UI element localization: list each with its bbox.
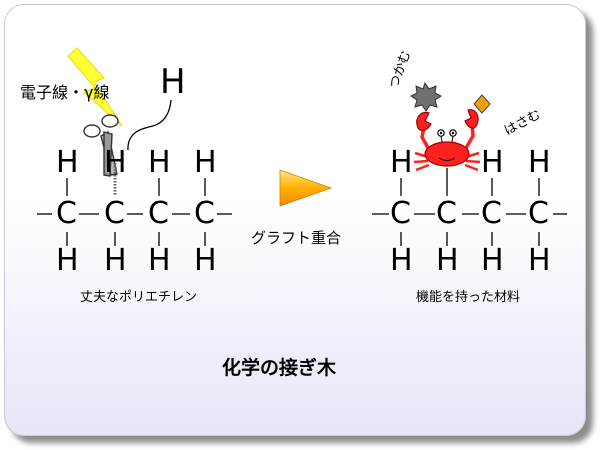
right-bonds [372,168,567,246]
right-top-h-4: H [528,145,551,180]
right-carbon-1: C [390,196,411,231]
right-top-h-1: H [390,145,413,180]
lightning-bolt-icon [67,47,123,127]
left-carbon-3: C [148,196,169,231]
left-bottom-h-3: H [148,243,171,278]
diamond-sparkle-icon [473,94,491,114]
process-label: グラフト重合 [251,229,342,247]
left-caption: 丈夫なポリエチレン [80,290,198,305]
detaching-path [127,99,172,151]
right-carbon-4: C [528,196,549,231]
page-title: 化学の接ぎ木 [222,357,337,379]
left-carbon-2: C [104,196,125,231]
right-carbon-3: C [481,196,502,231]
left-top-h-2: H [104,145,127,180]
left-top-h-1: H [56,145,79,180]
right-carbon-2: C [436,196,457,231]
removed-hydrogen: H [160,62,186,102]
radiation-label: 電子線・γ線 [20,83,110,102]
process-arrow [279,169,333,207]
crab-icon [413,109,481,172]
right-bottom-h-2: H [436,243,459,278]
left-bottom-h-4: H [194,243,217,278]
spiky-ball-icon [410,81,442,112]
left-bottom-h-2: H [104,243,127,278]
right-top-h-3: H [481,145,504,180]
right-caption: 機能を持った材料 [416,290,521,305]
left-bonds [37,178,232,246]
left-bottom-h-1: H [56,243,79,278]
right-bottom-h-1: H [390,243,413,278]
scissors-icon [83,114,119,177]
left-carbon-1: C [56,196,77,231]
right-bottom-h-4: H [528,243,551,278]
right-bottom-h-3: H [481,243,504,278]
left-top-h-3: H [148,145,171,180]
left-top-h-4: H [194,145,217,180]
left-carbon-4: C [194,196,215,231]
